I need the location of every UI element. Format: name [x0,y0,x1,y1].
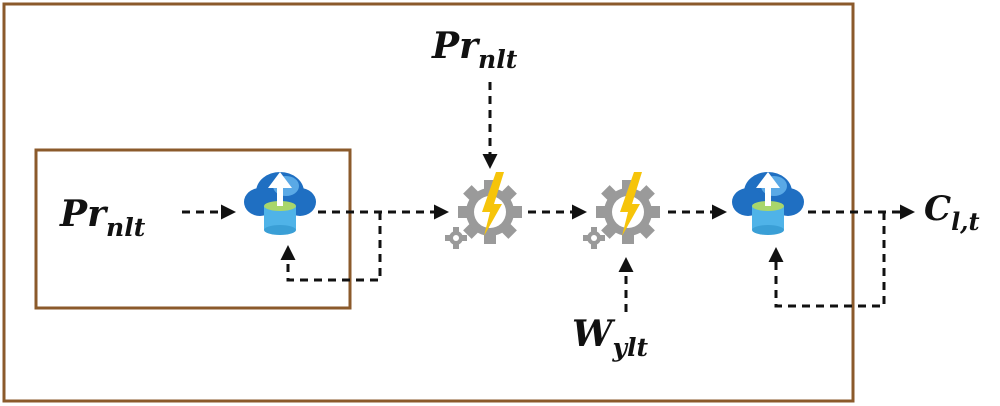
label-bottom: Wylt [572,313,648,362]
gear-bolt-icon [583,172,660,249]
inner-frame [34,148,352,310]
cloud-storage-icon [244,172,316,235]
cloud-storage-icon [732,172,804,235]
feedback-loop-storage2 [768,212,886,308]
feedback-loop-storage1 [280,212,382,282]
label-output: Cl,t [924,189,980,236]
outer-frame [2,2,855,403]
label-top: Prnlt [431,25,518,74]
label-input: Prnlt [59,193,146,242]
gear-bolt-icon [445,172,522,249]
